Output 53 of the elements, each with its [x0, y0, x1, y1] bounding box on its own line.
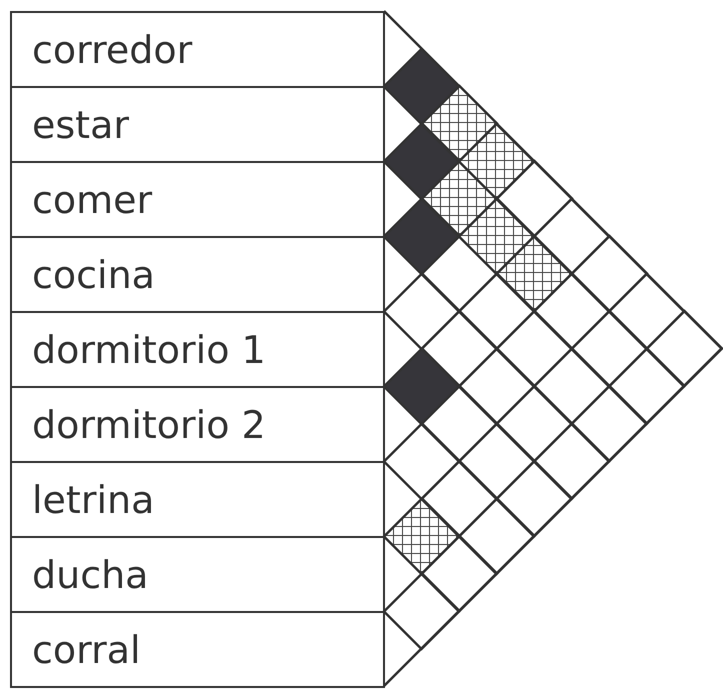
- row-box: [10, 536, 385, 613]
- row-box: [10, 611, 385, 688]
- relation-diamond: [384, 198, 459, 274]
- relation-diamond: [422, 461, 496, 536]
- relation-diamond: [646, 311, 722, 386]
- room-name: ducha: [32, 552, 148, 596]
- row-box: [10, 161, 385, 238]
- relation-diamond: [459, 424, 534, 498]
- relation-diamond: [496, 311, 572, 386]
- relation-diamond: [572, 311, 646, 386]
- row-box: [10, 11, 385, 88]
- relation-diamond: [534, 424, 609, 498]
- relation-diamond: [384, 274, 459, 348]
- row-box: [10, 386, 385, 463]
- room-name: dormitorio 2: [32, 402, 266, 446]
- relation-diamond: [422, 386, 496, 461]
- relation-diamond: [609, 274, 684, 348]
- relation-diamond: [384, 498, 459, 574]
- room-name: cocina: [32, 252, 155, 296]
- relation-diamond: [422, 161, 496, 236]
- relation-diamond: [384, 48, 459, 124]
- row-box: [10, 236, 385, 313]
- relation-diamond: [609, 348, 684, 424]
- room-name: letrina: [32, 478, 154, 522]
- room-name: comer: [32, 178, 152, 222]
- room-name: estar: [32, 102, 129, 146]
- relation-diamond: [459, 498, 534, 574]
- room-name: dormitorio 1: [32, 328, 266, 372]
- relation-diamond: [496, 386, 572, 461]
- room-name: corredor: [32, 28, 192, 72]
- relation-diamond: [572, 236, 646, 311]
- relation-diamond: [534, 274, 609, 348]
- relation-diamond: [534, 198, 609, 274]
- relation-diamond: [459, 274, 534, 348]
- relation-diamond: [496, 236, 572, 311]
- relation-diamond: [496, 461, 572, 536]
- relation-diamond: [384, 348, 459, 424]
- relation-diamond: [572, 386, 646, 461]
- relation-diamond: [422, 86, 496, 161]
- row-box: [10, 311, 385, 388]
- room-name: corral: [32, 628, 141, 672]
- row-box: [10, 86, 385, 163]
- relation-diamond: [422, 311, 496, 386]
- relation-diamond: [384, 424, 459, 498]
- relation-diamond: [459, 348, 534, 424]
- row-box: [10, 461, 385, 538]
- relation-diamond: [384, 574, 459, 648]
- relation-diamond: [534, 348, 609, 424]
- relation-diamond: [459, 198, 534, 274]
- relation-diamond: [496, 161, 572, 236]
- relation-diamond: [459, 124, 534, 198]
- relation-diamond: [422, 536, 496, 611]
- relation-diamond: [384, 124, 459, 198]
